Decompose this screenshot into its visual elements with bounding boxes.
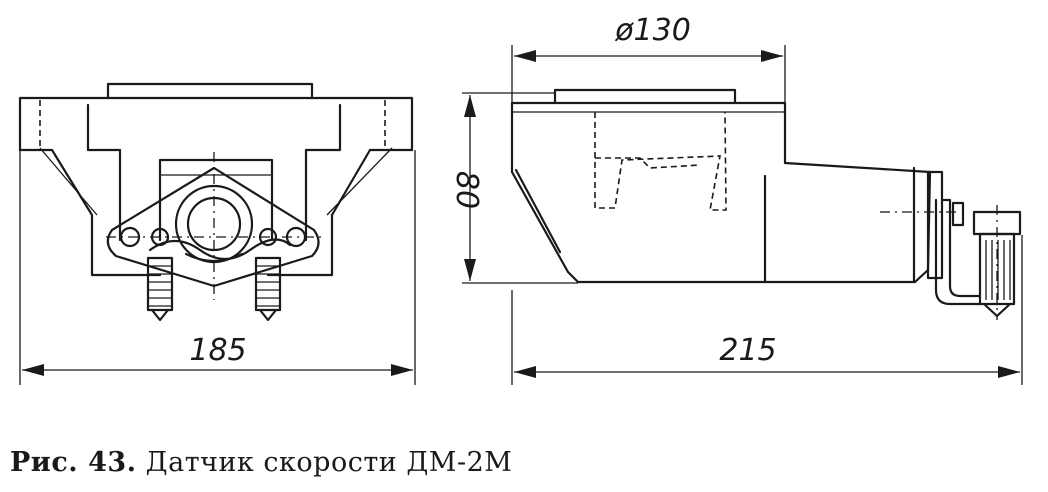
dimension-length-215: 215	[511, 235, 1023, 385]
technical-drawing: 185 ø130	[18, 13, 1023, 385]
side-view	[510, 88, 1022, 320]
dim-215-label: 215	[719, 333, 776, 368]
dim-130-label: ø130	[614, 13, 691, 48]
dimension-width-185: 185	[19, 150, 416, 385]
front-view	[18, 82, 414, 322]
dim-80-label: 80	[449, 171, 484, 209]
dim-185-label: 185	[189, 333, 246, 368]
figure-label: Рис. 43.	[10, 447, 137, 478]
figure-caption: Рис. 43. Датчик скорости ДМ-2М	[10, 447, 512, 478]
dimension-diameter-130: ø130	[511, 13, 786, 103]
figure-title: Датчик скорости ДМ-2М	[145, 447, 513, 478]
dimension-height-80: 80	[449, 92, 578, 284]
